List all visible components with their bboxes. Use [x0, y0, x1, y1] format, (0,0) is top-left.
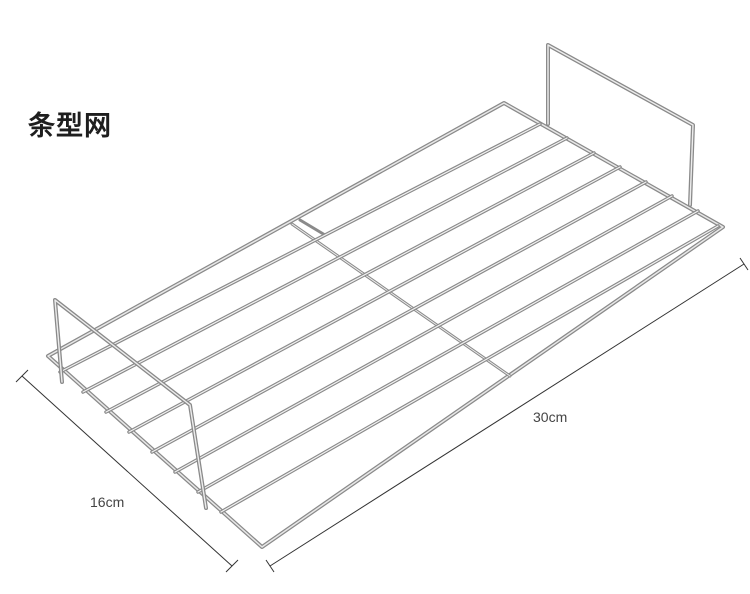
dimension-lines [15, 257, 749, 573]
rack-center-bar [290, 218, 512, 378]
rack-right-handle [546, 43, 695, 207]
width-label: 16cm [90, 494, 125, 510]
wire-rack [46, 43, 725, 549]
rack-cross-wire-highlights [59, 123, 719, 513]
width-dimension-line [21, 375, 233, 567]
length-label: 30cm [533, 409, 568, 425]
product-title: 条型网 [28, 111, 112, 142]
rack-left-handle [53, 298, 208, 510]
rack-frame [46, 101, 725, 549]
length-dimension-line [269, 263, 745, 567]
